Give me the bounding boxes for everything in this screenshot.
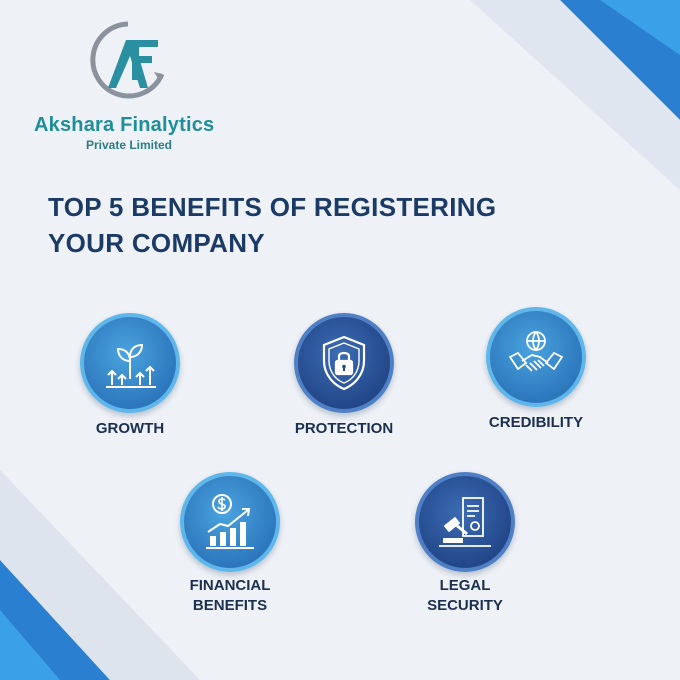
shield-lock-icon	[322, 335, 366, 391]
benefit-financial: FINANCIAL BENEFITS	[145, 472, 315, 614]
company-logo: Akshara Finalytics Private Limited	[34, 18, 234, 152]
protection-label: PROTECTION	[294, 420, 394, 437]
gavel-document-icon	[439, 497, 491, 547]
financial-label: FINANCIAL BENEFITS	[189, 577, 271, 614]
af-logo-icon	[90, 21, 165, 99]
benefit-legal: LEGAL SECURITY	[380, 472, 550, 614]
title-line-1: TOP 5 BENEFITS OF REGISTERING	[48, 192, 497, 222]
legal-label: LEGAL SECURITY	[427, 577, 503, 614]
growth-label: GROWTH	[95, 420, 165, 437]
legal-circle	[415, 472, 515, 572]
brand-subtitle: Private Limited	[85, 138, 173, 152]
benefit-growth: GROWTH	[45, 313, 215, 453]
protection-circle	[294, 313, 394, 413]
page-title: TOP 5 BENEFITS OF REGISTERING YOUR COMPA…	[48, 189, 608, 261]
handshake-globe-icon	[508, 331, 564, 372]
brand-name: Akshara Finalytics	[34, 114, 215, 136]
benefit-protection: PROTECTION	[259, 313, 429, 453]
credibility-circle	[486, 307, 586, 407]
growth-plant-icon	[106, 343, 156, 388]
financial-circle	[180, 472, 280, 572]
dollar-chart-icon	[206, 494, 254, 549]
credibility-label: CREDIBILITY	[488, 414, 584, 431]
title-line-2: YOUR COMPANY	[48, 228, 265, 258]
benefit-credibility: CREDIBILITY	[451, 307, 621, 447]
growth-circle	[80, 313, 180, 413]
